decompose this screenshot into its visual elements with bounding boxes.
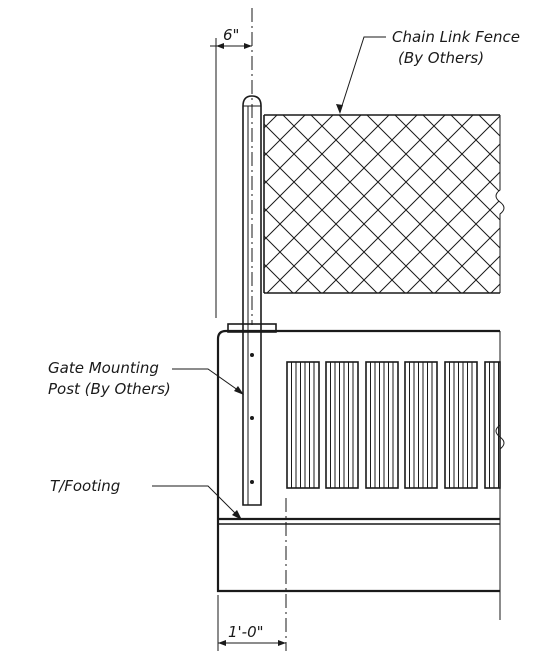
slot-panel xyxy=(365,361,399,489)
post-label-line1: Gate Mounting xyxy=(48,359,159,377)
post-leader xyxy=(172,368,244,395)
slot-panel xyxy=(444,361,478,489)
slot-panel xyxy=(404,361,438,489)
fence-leader xyxy=(336,36,386,114)
dimension-6-inch xyxy=(210,38,252,318)
slot-panel xyxy=(286,361,320,489)
slot-panel xyxy=(484,361,501,489)
gate-mounting-post xyxy=(227,95,277,506)
slot-panel xyxy=(325,361,359,489)
chain-link-fence xyxy=(263,114,505,294)
post-label-line2: Post (By Others) xyxy=(48,380,171,398)
fence-label-line2: (By Others) xyxy=(398,49,484,67)
footing-label: T/Footing xyxy=(50,477,120,495)
slotted-panels xyxy=(286,361,501,489)
dimension-1-foot xyxy=(217,498,287,651)
footing-leader xyxy=(152,485,242,520)
dimension-6-inch-label: 6" xyxy=(223,26,239,44)
dimension-1-foot-label: 1'-0" xyxy=(228,623,264,641)
fence-label-line1: Chain Link Fence xyxy=(392,28,520,46)
